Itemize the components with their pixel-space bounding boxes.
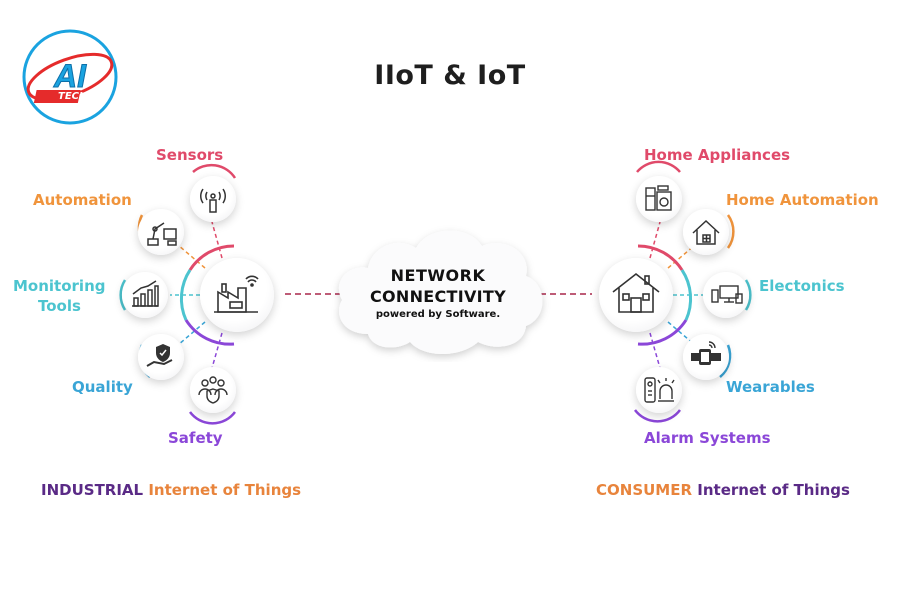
cloud-shape (338, 230, 543, 354)
label-tools: Tools (38, 297, 81, 315)
node-wearables (683, 334, 729, 380)
label-wearables: Wearables (726, 378, 815, 396)
node-safety (190, 367, 236, 413)
label-automation: Automation (33, 191, 132, 209)
node-electonics (703, 272, 749, 318)
devices-icon (711, 285, 743, 304)
consumer-footer: CONSUMER Internet of Things (596, 481, 850, 499)
node-sensors (190, 176, 236, 222)
node-automation (138, 209, 184, 255)
label-electonics: Electonics (759, 277, 845, 295)
sensor-icon (200, 188, 226, 213)
bar-chart-icon (132, 280, 159, 307)
label-monitoring: Monitoring (13, 277, 106, 295)
consumer-hub (599, 258, 673, 332)
node-home-appliances (636, 176, 682, 222)
svg-text:AI: AI (53, 58, 87, 94)
team-shield-icon (198, 376, 228, 404)
node-quality (138, 334, 184, 380)
label-home-automation: Home Automation (726, 191, 879, 209)
robot-arm-icon (147, 222, 177, 246)
shield-hand-icon (146, 344, 173, 367)
label-alarm-systems: Alarm Systems (644, 429, 771, 447)
industrial-footer-strong: INDUSTRIAL (41, 481, 144, 499)
label-sensors: Sensors (156, 146, 224, 164)
appliances-icon (645, 185, 672, 211)
consumer-footer-rest: Internet of Things (697, 481, 850, 499)
industrial-footer-rest: Internet of Things (148, 481, 302, 499)
alarm-icon (644, 377, 675, 403)
cloud-line-3: powered by Software. (375, 309, 501, 320)
cloud-line-2: CONNECTIVITY (369, 287, 507, 306)
node-home-automation (683, 209, 729, 255)
consumer-footer-strong: CONSUMER (596, 481, 693, 499)
cloud-line-1: NETWORK (390, 266, 486, 285)
label-safety: Safety (168, 429, 223, 447)
smartwatch-icon (691, 341, 721, 365)
house-icon (612, 272, 660, 313)
factory-icon (214, 275, 259, 313)
smart-home-icon (692, 219, 720, 245)
industrial-hub (200, 258, 274, 332)
label-home-appliances: Home Appliances (644, 146, 791, 164)
node-alarm-systems (636, 367, 682, 413)
label-quality: Quality (72, 378, 133, 396)
node-monitoring-tools (122, 272, 168, 318)
page-title: IIoT & IoT (374, 60, 526, 91)
logo-tech-text: TECH (58, 91, 88, 102)
company-logo: AI TECH (20, 27, 120, 127)
industrial-footer: INDUSTRIAL Internet of Things (41, 481, 301, 499)
